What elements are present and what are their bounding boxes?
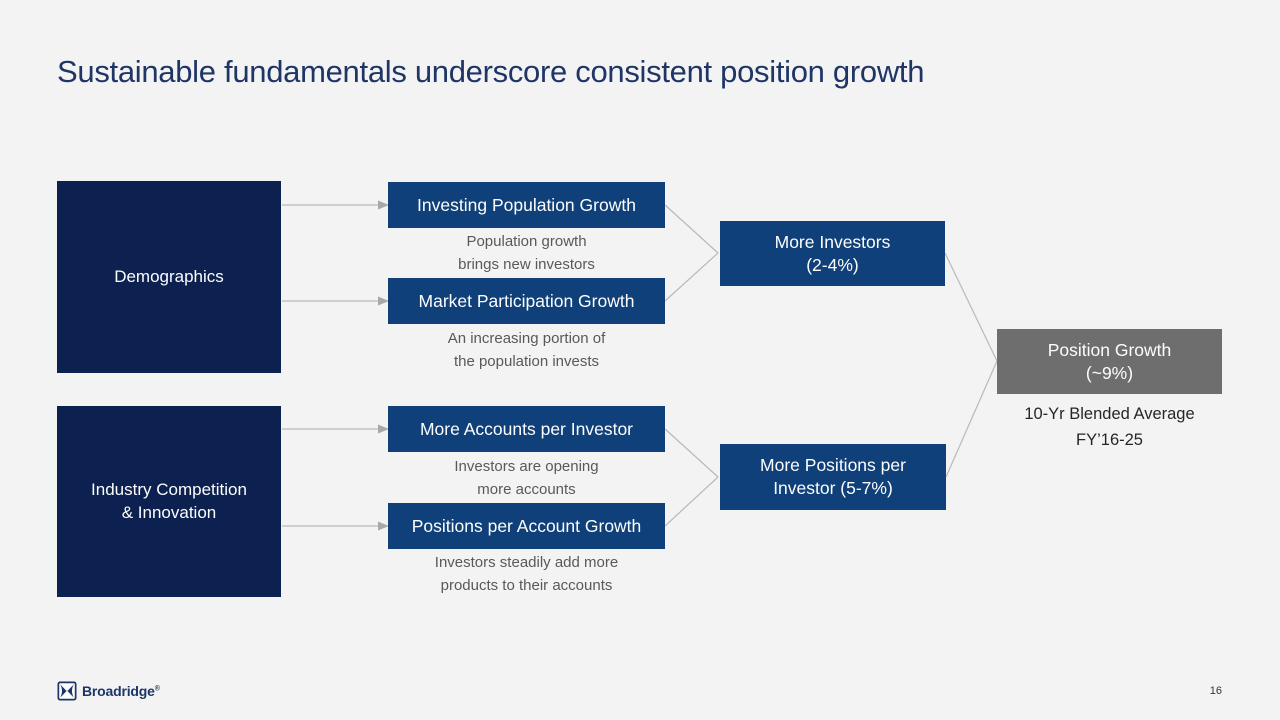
caption-line: brings new investors bbox=[458, 255, 595, 273]
factor-caption: An increasing portion of the population … bbox=[388, 328, 665, 373]
driver-label: Demographics bbox=[114, 266, 224, 286]
caption-line: 10-Yr Blended Average bbox=[1024, 405, 1195, 423]
result-label-line1: Position Growth bbox=[1047, 339, 1172, 360]
registered-mark: ® bbox=[154, 685, 160, 693]
result-box-position-growth: Position Growth (~9%) bbox=[997, 329, 1222, 394]
result-caption: 10-Yr Blended Average FY’16-25 bbox=[997, 402, 1222, 453]
factor-label: Investing Population Growth bbox=[417, 194, 636, 215]
factor-box-investing-population-growth: Investing Population Growth bbox=[388, 182, 665, 228]
factor-label: More Accounts per Investor bbox=[419, 418, 634, 439]
broadridge-logo: Broadridge® bbox=[57, 681, 160, 701]
connector-line bbox=[945, 360, 998, 478]
connector-line bbox=[664, 252, 719, 302]
outcome-label-line1: More Investors bbox=[774, 231, 891, 252]
driver-box-demographics: Demographics bbox=[57, 181, 281, 373]
outcome-box-more-investors: More Investors (2-4%) bbox=[720, 221, 945, 286]
result-label-line2: (~9%) bbox=[1085, 362, 1134, 383]
factor-caption: Investors are opening more accounts bbox=[388, 456, 665, 501]
connector-line bbox=[944, 252, 998, 362]
factor-caption: Population growth brings new investors bbox=[388, 231, 665, 276]
driver-label-line1: Industry Competition bbox=[91, 480, 247, 500]
connector-line bbox=[664, 204, 719, 254]
caption-line: Investors steadily add more bbox=[434, 554, 619, 571]
caption-line: the population invests bbox=[453, 352, 600, 370]
logo-brand-text: Broadridge® bbox=[82, 683, 160, 699]
caption-line: products to their accounts bbox=[440, 576, 613, 594]
factor-box-more-accounts-per-investor: More Accounts per Investor bbox=[388, 406, 665, 452]
factor-box-positions-per-account-growth: Positions per Account Growth bbox=[388, 503, 665, 549]
driver-box-industry-competition: Industry Competition & Innovation bbox=[57, 406, 281, 597]
outcome-box-more-positions-per-investor: More Positions per Investor (5-7%) bbox=[720, 444, 946, 510]
page-number: 16 bbox=[1209, 685, 1222, 697]
caption-line: An increasing portion of bbox=[447, 330, 606, 347]
factor-label: Market Participation Growth bbox=[418, 290, 635, 311]
caption-line: Investors are opening bbox=[454, 458, 599, 475]
connector-line bbox=[664, 476, 719, 527]
connector-line bbox=[664, 428, 719, 478]
caption-line: FY’16-25 bbox=[1076, 430, 1143, 449]
caption-line: Population growth bbox=[466, 233, 587, 250]
factor-box-market-participation-growth: Market Participation Growth bbox=[388, 278, 665, 324]
broadridge-bowtie-icon bbox=[57, 681, 77, 701]
driver-label-line2: & Innovation bbox=[121, 502, 217, 522]
logo-brand: Broadridge bbox=[82, 683, 155, 699]
caption-line: more accounts bbox=[477, 480, 576, 498]
outcome-label-line1: More Positions per bbox=[760, 455, 906, 476]
outcome-label-line2: (2-4%) bbox=[806, 254, 859, 275]
outcome-label-line2: Investor (5-7%) bbox=[773, 478, 893, 498]
slide-title: Sustainable fundamentals underscore cons… bbox=[57, 54, 925, 89]
factor-label: Positions per Account Growth bbox=[411, 515, 642, 536]
factor-caption: Investors steadily add more products to … bbox=[388, 552, 665, 597]
